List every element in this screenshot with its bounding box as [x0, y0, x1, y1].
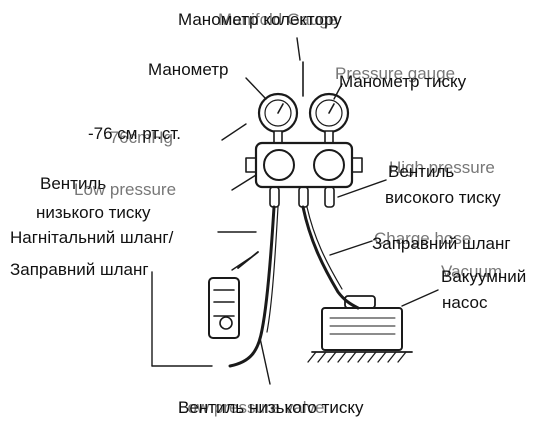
high-valve-label-en: High pressure — [389, 158, 495, 177]
low-side-hose-edge — [266, 206, 279, 333]
vacuum-reading-label-en: -76cmHg — [104, 128, 173, 147]
low-valve-label-line2: низького тиску — [36, 203, 151, 222]
leader-lines — [151, 37, 439, 385]
manifold-gauge-label: Манометр колектору — [178, 10, 342, 29]
low-valve-label-line1: Вентиль — [40, 174, 107, 193]
vacuum-pump-label-line2: насос — [442, 293, 488, 312]
service-valve-label-en: Low pressure valve — [178, 398, 325, 417]
charge-hose-left-line2: Заправний шланг — [10, 260, 149, 279]
low-pressure-gauge — [257, 92, 299, 144]
manifold-gauge-label-en: Manifold Gauge — [218, 10, 339, 29]
charge-hose-right-label: Заправний шланг — [372, 234, 511, 253]
manifold-ports — [269, 186, 335, 208]
charge-hose-left-line1: Нагнітальний шланг/ — [10, 228, 174, 247]
low-side-hose — [228, 205, 276, 368]
vacuum-pump-label-en: Vacuum — [441, 262, 503, 281]
pressure-gauge-label: Манометр тиску — [339, 72, 467, 91]
charge-hose-edge — [306, 206, 343, 290]
high-valve-label-line1: Вентиль — [388, 162, 455, 181]
service-valve-label: Вентиль низького тиску — [178, 398, 364, 417]
low-gauge-label: Манометр — [148, 60, 229, 79]
high-pressure-gauge — [308, 92, 350, 144]
charge-hose-right-en: Charge hose — [374, 229, 472, 248]
charge-hose — [301, 205, 360, 310]
high-valve-label-line2: високого тиску — [385, 188, 501, 207]
manifold-body — [245, 141, 363, 189]
pressure-gauge-label-en: Pressure gauge — [335, 64, 456, 83]
outdoor-service-valve — [208, 251, 259, 339]
vacuum-pump-label-line1: Вакуумний — [441, 267, 527, 286]
vacuum-reading-label: -76 см рт.ст. — [88, 124, 182, 143]
vacuum-pump — [321, 295, 403, 351]
ground-hatch — [307, 351, 413, 363]
low-valve-label-en: Low pressure — [74, 180, 177, 199]
